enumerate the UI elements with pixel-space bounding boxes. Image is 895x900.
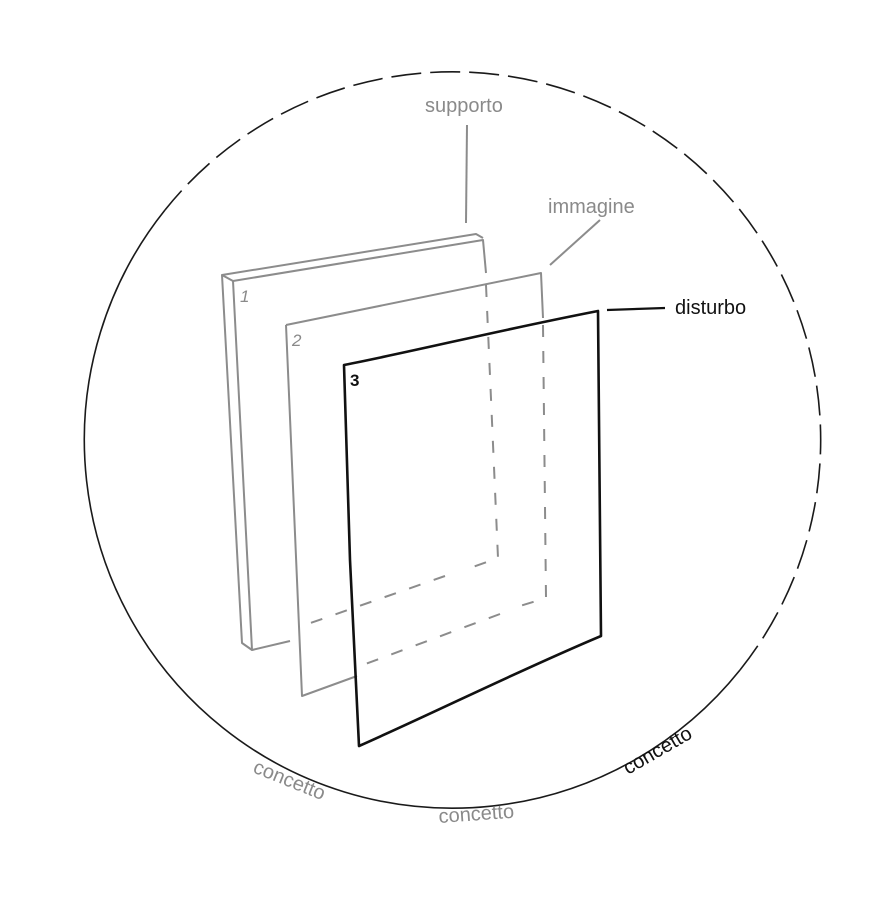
layer-1-number: 1 [240, 287, 249, 306]
label-concetto-left: concetto [250, 756, 328, 805]
layer-1-front-face [232, 239, 487, 651]
label-concetto-center: concetto [438, 801, 515, 828]
layer-3-disturbo-plate: 3 [342, 309, 603, 748]
concept-circle [83, 71, 822, 809]
layer-1-thickness-edge [221, 233, 484, 651]
layer-1-supporto-plate: 1 [221, 233, 500, 651]
concept-circle-dashed-arc [164, 71, 822, 671]
supporto-leader-line [465, 124, 468, 224]
layer-2-hidden-edges [359, 324, 548, 667]
label-immagine: immagine [548, 196, 635, 218]
concept-circle-solid-arc [83, 209, 741, 809]
layer-2-immagine-plate: 2 [285, 272, 548, 697]
layer-3-outline [342, 309, 603, 748]
layer-2-number: 2 [291, 331, 302, 350]
layer-3-number: 3 [350, 371, 359, 390]
disturbo-leader-line [606, 306, 666, 312]
immagine-leader-line [549, 219, 601, 266]
layer-2-front-face [285, 272, 544, 697]
label-disturbo: disturbo [675, 297, 746, 319]
label-supporto: supporto [425, 95, 503, 117]
label-concetto-right: concetto [620, 722, 696, 779]
layer-1-hidden-edges [301, 284, 500, 627]
